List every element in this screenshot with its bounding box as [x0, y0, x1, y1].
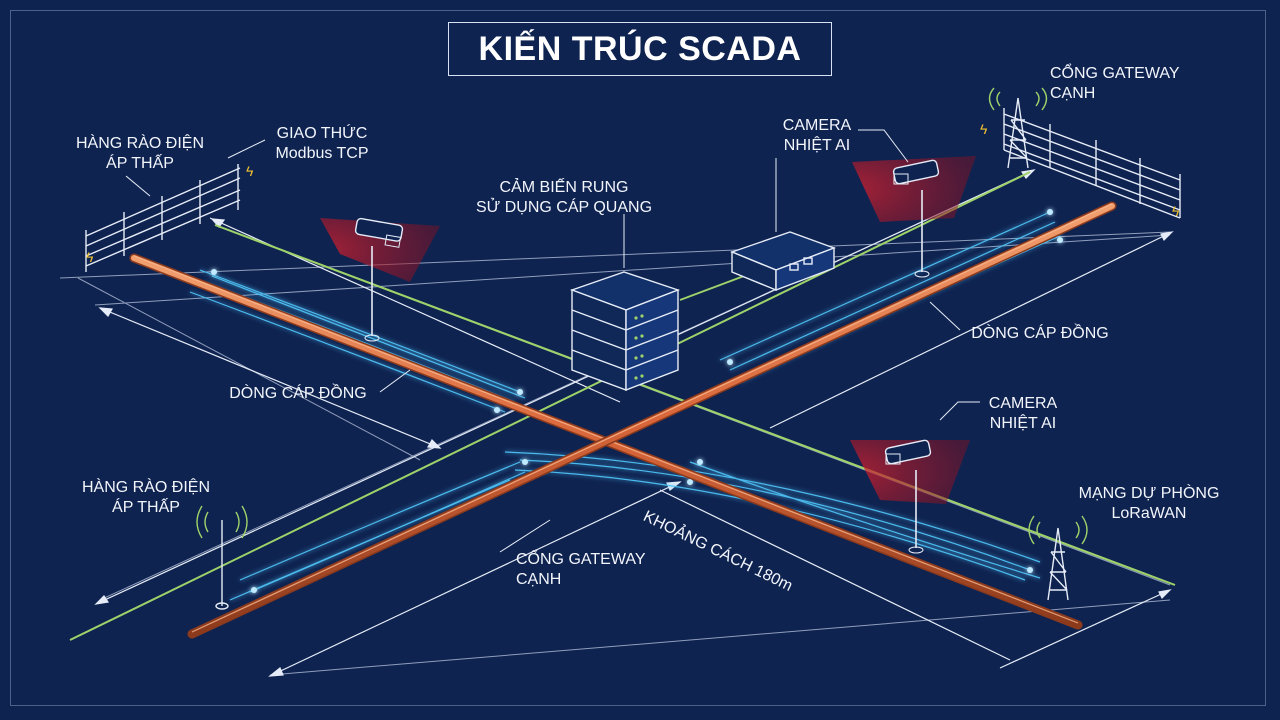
gateway-tower-icon — [988, 87, 1048, 169]
label-lorawan: MẠNG DỰ PHÒNG LoRaWAN — [1078, 485, 1220, 522]
callout-lines — [125, 129, 980, 553]
label-gateway-top: CỔNG GATEWAY CẠNH — [1050, 65, 1180, 102]
server-stack-icon — [569, 271, 681, 392]
fence-top-right — [1003, 108, 1181, 219]
thermal-camera-icon — [850, 439, 970, 554]
thermal-camera-icon — [320, 217, 440, 342]
label-gateway-bottom: CỔNG GATEWAY CẠNH — [516, 551, 646, 588]
thermal-camera-icon — [852, 156, 976, 278]
lightning-icon: ϟ — [1172, 203, 1180, 219]
lorawan-antenna-icon — [196, 505, 248, 610]
lightning-icon: ϟ — [980, 121, 988, 137]
label-camera-right: CAMERA NHIỆT AI — [988, 395, 1058, 432]
label-copper-right: DÒNG CÁP ĐỒNG — [971, 325, 1109, 342]
label-fence-top-left: HÀNG RÀO ĐIỆN ÁP THẤP — [75, 135, 204, 172]
label-camera-top: CAMERA NHIỆT AI — [782, 117, 852, 154]
fiber-nodes — [211, 209, 1063, 593]
lightning-icon: ϟ — [246, 163, 254, 179]
lightning-icon: ϟ — [86, 249, 94, 265]
fiber-bundles — [189, 211, 1061, 601]
dimension-arrows — [94, 169, 1174, 677]
label-fence-bottom-left: HÀNG RÀO ĐIỆN ÁP THẤP — [81, 479, 210, 516]
label-protocol: GIAO THỨC Modbus TCP — [275, 125, 369, 162]
page-title: KIẾN TRÚC SCADA — [448, 22, 832, 76]
edge-gateway-box-icon — [730, 231, 837, 292]
lorawan-tower-icon — [1028, 515, 1088, 601]
fence-top-left — [85, 164, 241, 272]
label-copper-left: DÒNG CÁP ĐỒNG — [229, 385, 367, 402]
label-fiber-sensor: CẢM BIẾN RUNG SỬ DỤNG CÁP QUANG — [475, 179, 653, 216]
copper-cables — [129, 201, 1117, 639]
